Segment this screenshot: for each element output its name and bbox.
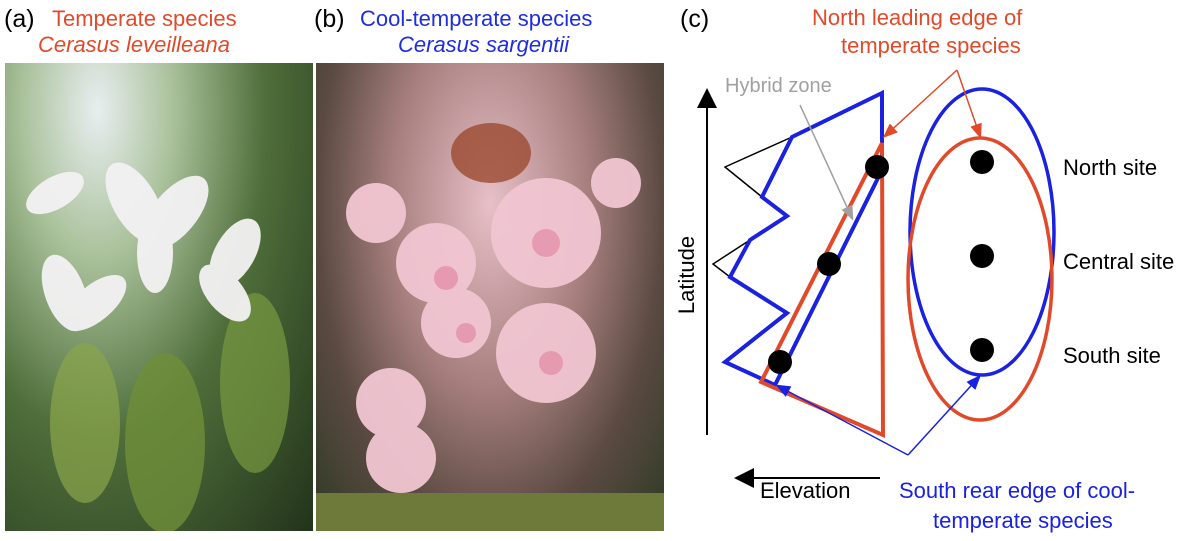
- cool-temperate-range: [721, 89, 884, 388]
- north-edge-arrow-left: [882, 69, 958, 139]
- south-edge-label-line1: South rear edge of cool-: [899, 478, 1136, 503]
- panel-a-letter: (a): [4, 5, 35, 33]
- panel-b-title: Cool-temperate species: [360, 6, 593, 31]
- north-edge-label-line2: temperate species: [841, 33, 1021, 58]
- photo-cerasus-sargentii: [316, 63, 664, 531]
- south-edge-label-line2: temperate species: [933, 508, 1113, 533]
- south-edge-arrow-left: [775, 384, 909, 456]
- cool-temperate-ellipse: [908, 87, 1056, 377]
- site-dot-south: [970, 338, 994, 362]
- elevation-label: Elevation: [760, 478, 851, 503]
- site-dot-central-gradient: [817, 252, 841, 276]
- north-edge-label-line1: North leading edge of: [812, 5, 1023, 30]
- site-label-north: North site: [1063, 155, 1158, 180]
- site-label-south: South site: [1063, 343, 1161, 368]
- site-dot-central: [970, 244, 994, 268]
- site-label-central: Central site: [1063, 249, 1175, 274]
- panel-b-species: Cerasus sargentii: [398, 32, 570, 57]
- panel-c-letter: (c): [680, 5, 710, 33]
- panel-b-letter: (b): [314, 5, 345, 33]
- south-edge-arrow-right: [907, 374, 982, 456]
- north-edge-arrow-right: [956, 69, 982, 139]
- site-dot-north-gradient: [865, 155, 889, 179]
- photo-cerasus-leveilleana: [5, 63, 313, 531]
- site-dot-north: [970, 150, 994, 174]
- hybrid-zone-arrow: [799, 104, 854, 221]
- panel-a-species: Cerasus leveilleana: [38, 32, 230, 57]
- panel-a-title: Temperate species: [52, 6, 237, 31]
- hybrid-zone-outline: [723, 136, 793, 198]
- hybrid-zone-outline-2: [711, 239, 751, 278]
- site-dot-south-gradient: [768, 350, 792, 374]
- hybrid-zone-label: Hybrid zone: [725, 75, 832, 97]
- temperate-ellipse: [906, 136, 1054, 422]
